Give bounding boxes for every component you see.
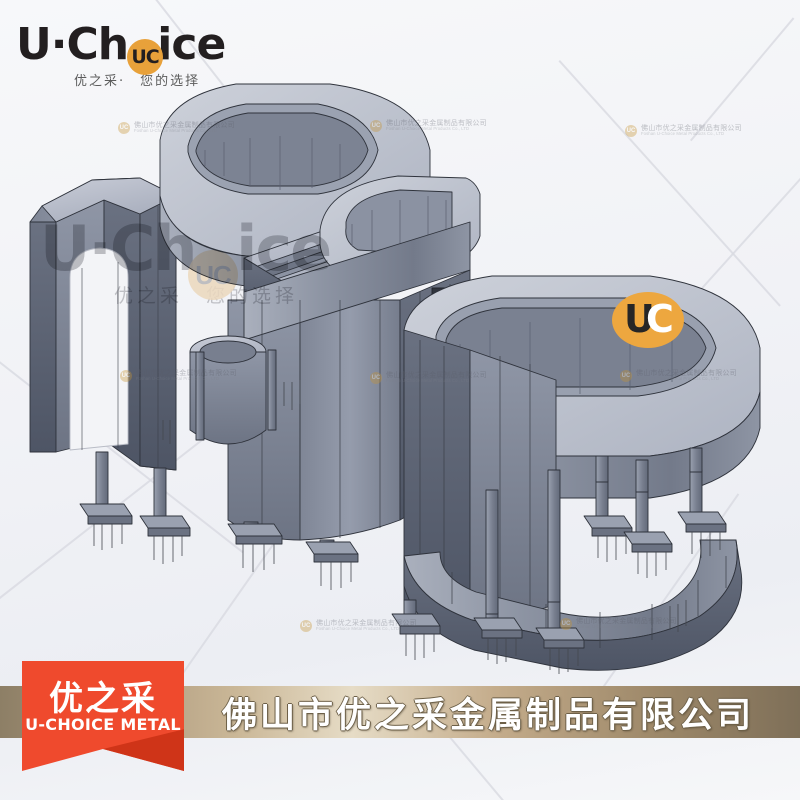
brand-logo: U·Choice UC 优之采· 您的选择 xyxy=(16,22,266,94)
company-name-banner: 佛山市优之采金属制品有限公司 xyxy=(221,695,754,736)
ribbon-badge: 优之采 U-CHOICE METAL xyxy=(22,661,184,771)
uc-badge-icon: UC xyxy=(127,39,163,75)
brand-wordmark-left: U·Ch xyxy=(16,19,129,70)
uc-watermark-letter-c: C xyxy=(646,297,674,341)
brand-wordmark: U·Choice xyxy=(16,22,266,68)
uc-watermark-badge: U C xyxy=(612,292,684,348)
brand-tagline: 优之采· 您的选择 xyxy=(74,74,201,89)
uc-watermark-letter-u: U xyxy=(624,297,655,341)
ribbon-badge-chinese: 优之采 xyxy=(49,679,157,719)
brand-wordmark-right: ice xyxy=(157,19,226,70)
uc-badge-label: UC xyxy=(131,46,159,68)
ribbon-badge-english: U-CHOICE METAL xyxy=(25,715,181,734)
